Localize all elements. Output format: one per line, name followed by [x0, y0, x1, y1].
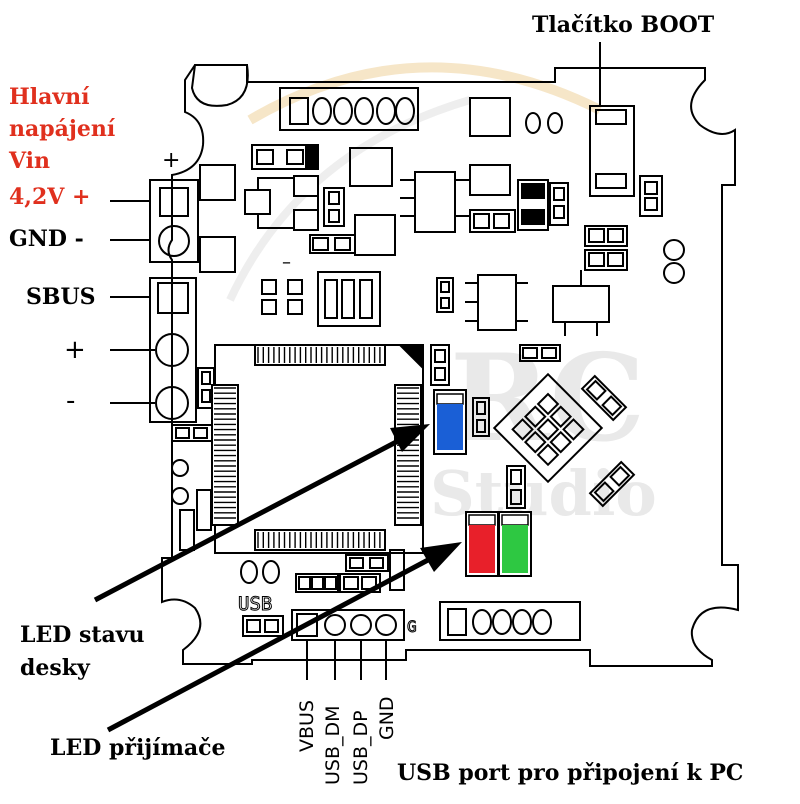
label-power-2: napájení — [9, 116, 116, 142]
mcu-pins — [214, 347, 419, 548]
usb-connector — [291, 609, 405, 680]
pin-usb-dm: USB_DM — [322, 705, 344, 785]
components-middle — [171, 270, 610, 551]
board-status-led — [433, 389, 467, 455]
label-usb-port: USB port pro připojení k PC — [397, 760, 744, 786]
receiver-led-red — [465, 511, 499, 577]
rotated-caps — [580, 374, 636, 508]
label-minus: - — [66, 386, 76, 416]
arrow-board-led — [93, 424, 430, 603]
label-gnd: GND - — [9, 226, 84, 252]
power-terminal — [149, 164, 236, 273]
label-led-rx: LED přijímače — [50, 735, 226, 761]
led-blue — [437, 404, 463, 450]
label-led-board-1: LED stavu — [20, 622, 145, 648]
pin-vbus: VBUS — [296, 700, 318, 752]
label-plus: + — [64, 335, 86, 365]
label-boot: Tlačítko BOOT — [532, 12, 715, 38]
label-led-board-2: desky — [20, 655, 90, 681]
top-connector — [279, 87, 419, 131]
label-power-1: Hlavní — [9, 84, 90, 110]
receiver-led-green — [498, 511, 532, 577]
components-bottom — [240, 549, 581, 641]
label-sbus: SBUS — [26, 284, 96, 310]
silk-g: G — [407, 617, 417, 636]
leader-lines — [110, 42, 601, 404]
silk-minus: – — [282, 252, 291, 273]
arrow-receiver-led — [106, 542, 462, 733]
rotated-ic — [492, 372, 604, 484]
board-outline — [161, 64, 739, 667]
label-power-3: Vin — [9, 148, 51, 174]
label-power-4: 4,2V + — [9, 184, 91, 210]
pin-usb-dp: USB_DP — [350, 710, 372, 785]
pin-gnd: GND — [376, 696, 398, 740]
components-top — [244, 97, 685, 284]
silk-plus: + — [162, 148, 180, 173]
silk-usb: USB — [238, 593, 272, 615]
